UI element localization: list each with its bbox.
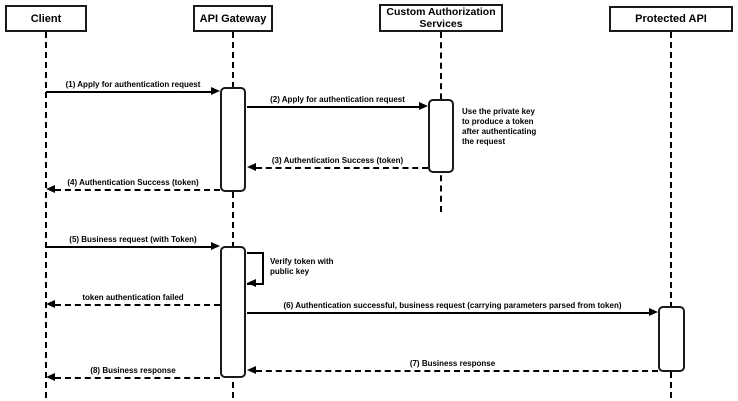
lifeline-protected-api: [670, 32, 672, 398]
message-5-line: [46, 246, 211, 248]
actor-box-client: Client: [5, 5, 87, 32]
message-2-line: [247, 106, 419, 108]
message-1-label: (1) Apply for authentication request: [65, 80, 201, 89]
actor-label-custom-authorization-services: Custom Authorization Services: [386, 6, 496, 30]
lifeline-client: [45, 32, 47, 398]
message-1-arrowhead-icon: [211, 87, 220, 95]
activation-protected-api: [658, 306, 685, 372]
message-2-arrowhead-icon: [419, 102, 428, 110]
message-5-arrowhead-icon: [211, 242, 220, 250]
message-6-label: (6) Authentication successful, business …: [283, 301, 622, 310]
message-4-label: (4) Authentication Success (token): [67, 178, 199, 187]
message-3-label: (3) Authentication Success (token): [271, 156, 404, 165]
actor-box-protected-api: Protected API: [609, 6, 733, 32]
activation-api-gateway-business: [220, 246, 246, 378]
actor-box-api-gateway: API Gateway: [193, 5, 273, 32]
activation-api-gateway-auth: [220, 87, 246, 192]
actor-label-protected-api: Protected API: [635, 13, 707, 25]
message-3-arrowhead-icon: [247, 163, 256, 171]
self-message-arrowhead-icon: [247, 279, 256, 287]
message-7-arrowhead-icon: [247, 366, 256, 374]
message-2-label: (2) Apply for authentication request: [270, 95, 405, 104]
note-private-key: Use the private key to produce a token a…: [462, 107, 537, 146]
message-failed-label: token authentication failed: [82, 293, 184, 302]
self-message-label: Verify token with public key: [270, 257, 334, 276]
message-4-arrowhead-icon: [46, 185, 55, 193]
actor-label-api-gateway: API Gateway: [199, 12, 267, 25]
message-4-line: [55, 189, 220, 191]
message-7-label: (7) Business response: [409, 359, 496, 368]
message-6-arrowhead-icon: [649, 308, 658, 316]
message-7-line: [256, 370, 658, 372]
message-8-arrowhead-icon: [46, 373, 55, 381]
lifeline-api-gateway: [232, 32, 234, 398]
message-failed-line: [55, 304, 220, 306]
message-1-line: [46, 91, 211, 93]
message-5-label: (5) Business request (with Token): [69, 235, 197, 244]
actor-box-custom-authorization-services: Custom Authorization Services: [379, 4, 503, 32]
message-8-line: [55, 377, 220, 379]
activation-custom-authorization-services: [428, 99, 454, 173]
message-6-line: [247, 312, 649, 314]
message-failed-arrowhead-icon: [46, 300, 55, 308]
message-3-line: [256, 167, 428, 169]
message-8-label: (8) Business response: [90, 366, 176, 375]
actor-label-client: Client: [30, 12, 62, 25]
